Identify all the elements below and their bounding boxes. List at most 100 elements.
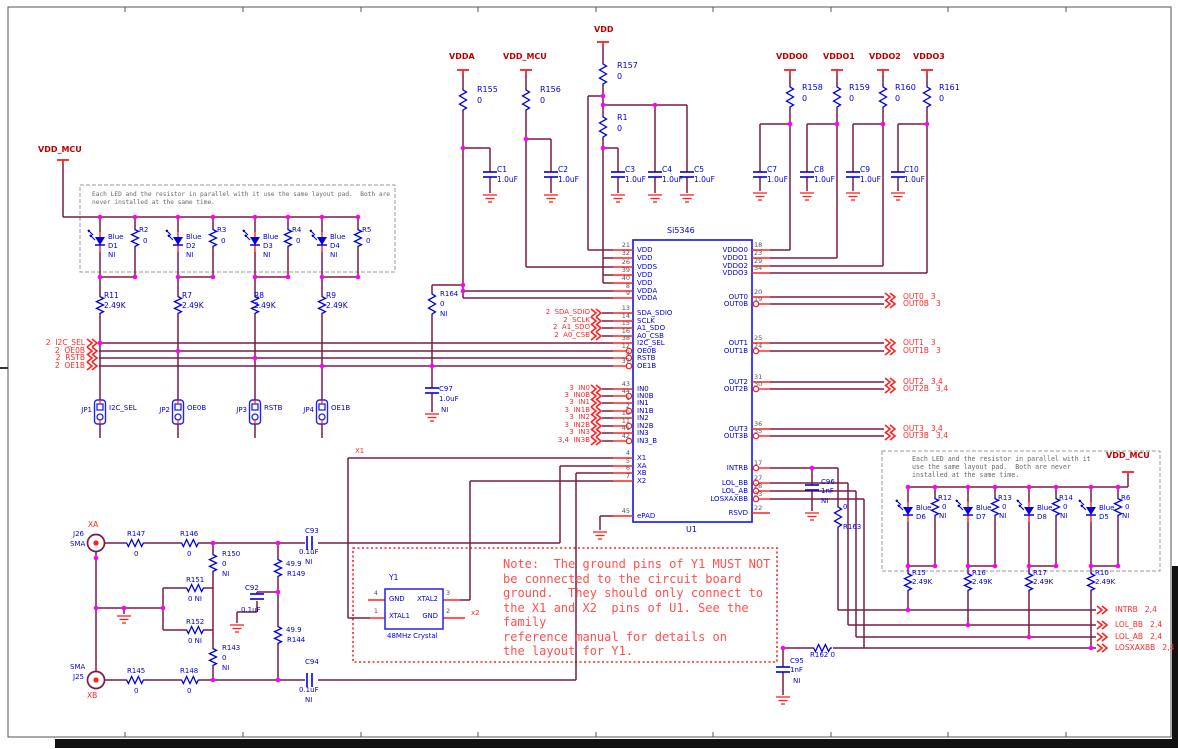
pin-number: 6: [625, 464, 630, 472]
jp3-net: RSTB: [264, 404, 283, 412]
offpage-chevron-icon: [86, 338, 99, 348]
pin-number: 7: [625, 472, 630, 480]
offpage-chevron-icon: [590, 391, 603, 401]
resistor-icon: [962, 572, 973, 592]
res-r7-val: 2.49K: [182, 301, 204, 310]
led-d4-color: Blue: [330, 233, 346, 241]
offpage-chevron-icon: [590, 323, 603, 333]
resistor-icon: [902, 572, 913, 592]
led-d2-ni: NI: [186, 251, 194, 259]
junction-dot: [965, 563, 971, 569]
led-d4-ni: NI: [330, 251, 338, 259]
res-r160: R160: [895, 83, 916, 92]
pin-name-oe0b: OE0B: [637, 346, 657, 355]
led-note-left-2: never installed at the same time.: [92, 199, 215, 206]
net-vdd: VDD: [594, 25, 614, 34]
resistor-icon: [272, 625, 283, 645]
offpage-chevron-icon: [590, 436, 603, 446]
net-sda-sdio: 2 SDA_SDIO: [545, 308, 590, 316]
led-arrow-icon: [89, 234, 92, 238]
res-r157: R157: [617, 61, 638, 70]
res-r155: R155: [477, 85, 498, 94]
y1-note-7: the layout for Y1.: [503, 644, 634, 658]
junction-dot: [780, 645, 786, 651]
offpage-chevron-icon: [590, 331, 603, 341]
resistor-icon: [172, 295, 183, 315]
junction-dot: [132, 274, 138, 280]
res-r159: R159: [849, 83, 870, 92]
y1-note-5: family: [503, 615, 547, 629]
net-xa: XA: [88, 520, 99, 529]
pin-number: 36: [754, 420, 763, 428]
pin-number: 13: [621, 304, 630, 312]
resistor-icon: [458, 88, 468, 112]
res-r2: R2: [139, 226, 149, 234]
led-arrow-icon: [165, 229, 168, 233]
jp4-ref: JP4: [303, 406, 314, 414]
junction-dot: [175, 348, 181, 354]
resistor-icon: [282, 228, 293, 248]
cap-c3: C3: [625, 165, 636, 174]
net-out2b: OUT2B 3,4: [903, 384, 948, 393]
chip-title: Si5346: [667, 226, 695, 235]
led-arrow-icon: [1016, 499, 1019, 503]
pin-name-oe1b: OE1B: [637, 361, 657, 370]
junction-dot: [600, 145, 606, 151]
pin-name-vdds: VDDS: [637, 262, 658, 271]
xtal-pin2: 2: [446, 607, 451, 615]
pin-name-lol_bb: LOL_BB: [721, 478, 748, 487]
res-r144: R144: [287, 636, 306, 644]
chip-refdes: U1: [686, 525, 697, 534]
junction-dot: [652, 102, 658, 108]
res-r148: R148: [180, 667, 199, 675]
pin-name-vdda: VDDA: [637, 293, 658, 302]
pin-number: 32: [621, 249, 630, 257]
led-arrow-icon: [1018, 504, 1025, 511]
junction-dot: [1026, 484, 1032, 490]
pin-number: 40: [621, 274, 630, 282]
cap-c5: C5: [694, 165, 705, 174]
xtal-pin3: 3: [446, 589, 451, 597]
junction-dot: [252, 355, 258, 361]
net-i2c-sel: 2 I2C_SEL: [45, 338, 85, 347]
resistor-icon: [316, 295, 327, 315]
res-r17: R17: [1033, 569, 1047, 577]
led-arrow-icon: [167, 234, 174, 241]
cap-c9-val: 1.0uF: [860, 175, 881, 184]
pin-name-out2b: OUT2B: [723, 384, 748, 393]
res-r6: R6: [1121, 494, 1131, 502]
sma-connector-icon: [86, 533, 106, 553]
offpage-chevron-icon: [590, 413, 603, 423]
offpage-chevron-icon: [1096, 620, 1109, 630]
junction-dot: [285, 214, 291, 220]
pin-name-xb: XB: [637, 468, 647, 477]
led-d1-color: Blue: [108, 233, 124, 241]
res-r163: R163: [843, 523, 862, 531]
pin-name-x2: X2: [637, 476, 647, 485]
junction-dot: [992, 563, 998, 569]
pin-name-lol_ab: LOL_AB: [721, 486, 748, 495]
resistor-icon: [272, 558, 283, 578]
led-arrow-icon: [955, 499, 962, 506]
junction-dot: [600, 102, 606, 108]
led-arrow-icon: [242, 229, 249, 236]
pin-name-vddo1: VDDO1: [722, 253, 748, 262]
junction-dot: [97, 214, 103, 220]
res-r143-ni: NI: [222, 664, 230, 672]
pin-name-vdd: VDD: [637, 253, 653, 262]
led-arrow-icon: [311, 234, 318, 241]
junction-dot: [175, 214, 181, 220]
pin-number: 18: [754, 241, 763, 249]
led-d2-ref: D2: [186, 242, 196, 250]
led-icon: [95, 237, 105, 245]
conn-j25-type: SMA: [70, 663, 86, 671]
cap-c1-val: 1.0uF: [497, 175, 518, 184]
resistor-icon: [185, 624, 205, 635]
net-in0: 3 IN0: [569, 384, 590, 392]
led-d8-color: Blue: [1037, 504, 1053, 512]
res-r156-val: 0: [540, 96, 546, 105]
res-r143-val: 0: [222, 654, 227, 662]
res-r156: R156: [540, 85, 561, 94]
pin-name-in1b: IN1B: [637, 406, 654, 415]
led-arrow-icon: [1078, 499, 1081, 503]
